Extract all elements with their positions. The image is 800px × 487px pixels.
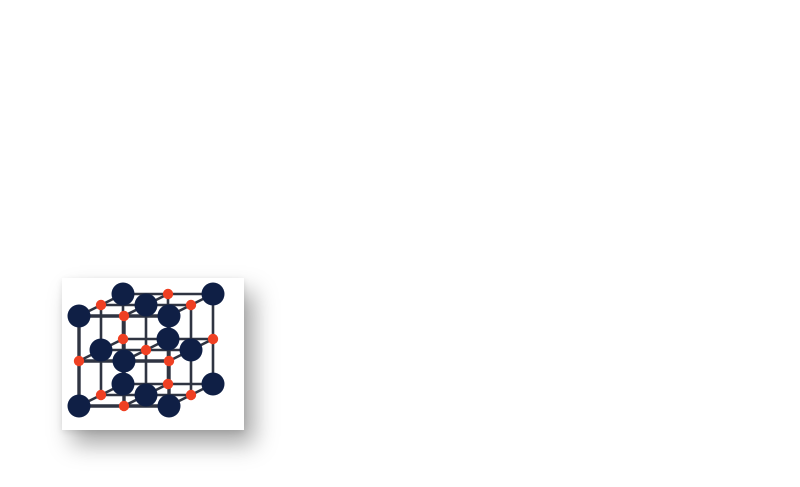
large-atom bbox=[111, 282, 135, 306]
small-atom bbox=[73, 355, 85, 367]
small-atom bbox=[185, 299, 197, 311]
small-atom bbox=[118, 310, 130, 322]
large-atom bbox=[67, 304, 91, 328]
large-atom bbox=[201, 282, 225, 306]
small-atom bbox=[117, 333, 129, 345]
crystal-lattice-card bbox=[62, 278, 244, 430]
small-atom bbox=[162, 288, 174, 300]
large-atom bbox=[157, 394, 181, 418]
small-atom bbox=[118, 400, 130, 412]
small-atom bbox=[162, 378, 174, 390]
small-atom bbox=[95, 299, 107, 311]
small-atom bbox=[95, 389, 107, 401]
large-atom bbox=[89, 338, 113, 362]
crystal-lattice-icon bbox=[67, 282, 225, 418]
large-atom bbox=[112, 349, 136, 373]
small-atom bbox=[140, 344, 152, 356]
small-atom bbox=[185, 389, 197, 401]
small-atom bbox=[207, 333, 219, 345]
large-atom bbox=[111, 372, 135, 396]
large-atom bbox=[134, 383, 158, 407]
large-atom bbox=[134, 293, 158, 317]
large-atom bbox=[201, 372, 225, 396]
large-atom bbox=[179, 338, 203, 362]
large-atoms bbox=[67, 282, 225, 418]
large-atom bbox=[157, 304, 181, 328]
large-atom bbox=[156, 327, 180, 351]
small-atom bbox=[163, 355, 175, 367]
large-atom bbox=[67, 394, 91, 418]
small-atoms bbox=[73, 288, 219, 412]
